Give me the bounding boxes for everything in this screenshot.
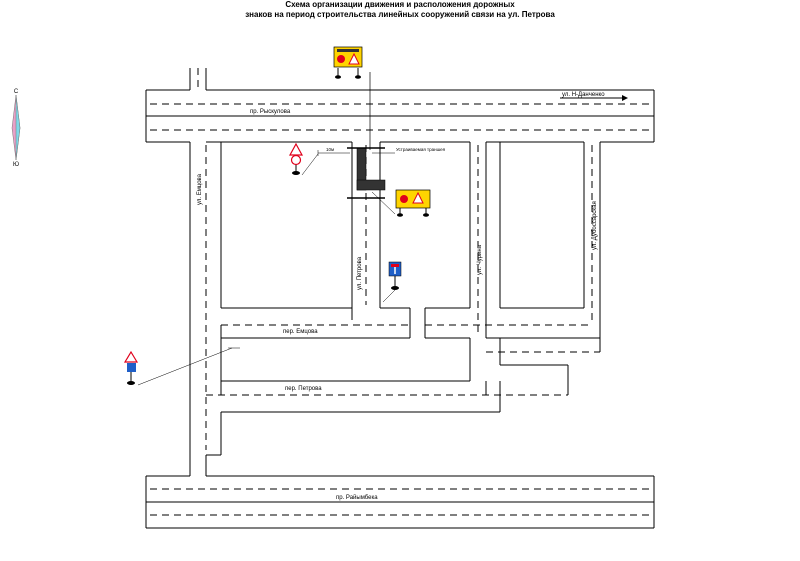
compass-south-label: Ю [13, 162, 19, 168]
sign-roadworks-noturn [288, 142, 319, 176]
compass-rose: С Ю [11, 89, 21, 168]
label-trench: Устраиваемая траншея [396, 147, 446, 152]
label-distance: 10м [326, 147, 334, 152]
label-churina-street: ул. Чурина [477, 244, 483, 275]
sign-left-roadworks [123, 347, 240, 386]
lane-emtsova [221, 320, 600, 339]
trench-marker [347, 147, 395, 199]
compass-north-label: С [14, 89, 19, 95]
street-emtsova [189, 142, 222, 476]
road-works-icon [348, 52, 360, 65]
no-entry-icon-2 [400, 195, 408, 203]
label-n-danchenko: ул. Н-Данченко [562, 92, 605, 98]
street-churina [477, 142, 487, 335]
no-entry-icon [337, 55, 345, 63]
block-right [499, 141, 585, 309]
label-dubossarskaya-street: ул. Дубоссарская [592, 201, 598, 250]
label-emtsova-lane: пер. Емцова [283, 329, 318, 335]
lane-petrova [206, 338, 601, 413]
compass-needle-south [15, 94, 21, 161]
info-blue-icon [127, 363, 136, 372]
distance-marker [317, 150, 350, 156]
label-emtsova-street: ул. Емцова [197, 173, 203, 205]
diagram-title-line-2: знаков на период строительства линейных … [245, 10, 555, 19]
block-lower [220, 338, 471, 382]
roadwork-sign-board-top [333, 46, 371, 150]
block-middle [380, 141, 471, 338]
label-raiymbeka: пр. Райымбека [336, 494, 378, 501]
street-dubossarskaya [591, 142, 601, 338]
block-left [221, 141, 353, 309]
no-turn-icon [290, 154, 302, 166]
avenue-raiymbeka [145, 475, 655, 529]
label-petrova-lane: пер. Петрова [285, 386, 322, 392]
road-works-triangle-icon [288, 142, 304, 156]
road-works-triangle-icon-left [123, 350, 139, 363]
diagram-title-line-1: Схема организации движения и расположени… [285, 0, 515, 9]
sign-dead-end [382, 261, 402, 303]
avenue-ryskulova [145, 89, 655, 143]
street-stub-north [189, 68, 207, 90]
roadwork-sign-board-mid [371, 189, 431, 217]
label-petrova-street: ул. Петрова [357, 256, 363, 290]
label-ryskulova: пр. Рыскулова [250, 109, 291, 115]
road-works-icon-2 [412, 191, 424, 204]
